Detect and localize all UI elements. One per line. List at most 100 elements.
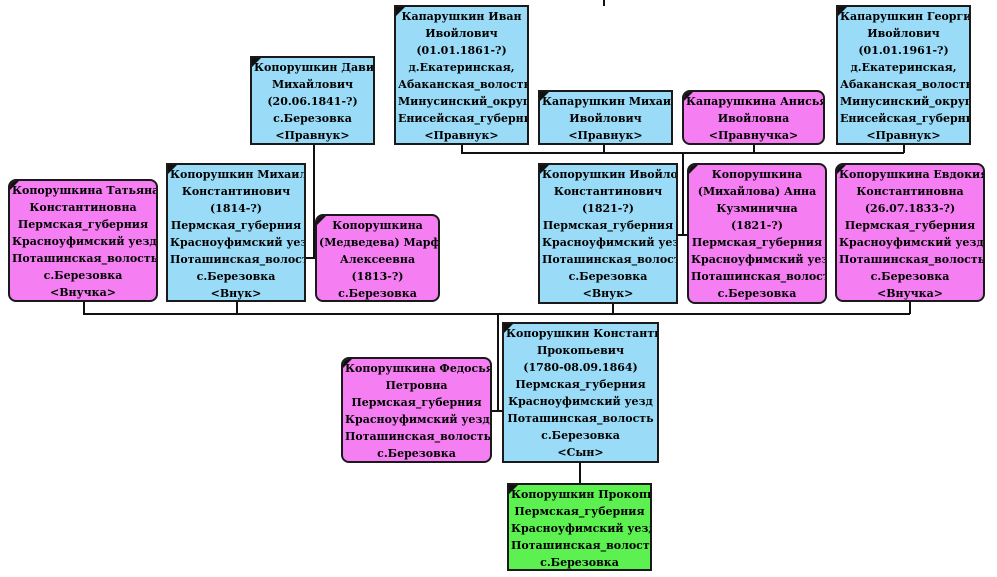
person-patronymic: Петровна [385, 379, 448, 392]
connector-line [579, 463, 581, 483]
connector-line [497, 313, 499, 411]
connector-line [678, 234, 688, 236]
person-place: Поташинская_волость [12, 252, 158, 265]
person-place: с.Березовка [43, 269, 123, 282]
card-corner-marker [343, 359, 352, 368]
person-place: Абаканская_волость, [398, 78, 529, 91]
person-card-prokopiy[interactable]: Копорушкин Прокопий Пермская_губерния Кр… [507, 483, 652, 571]
person-patronymic: Ивойлович [867, 27, 940, 40]
person-card-tatyana[interactable]: Копорушкина Татьяна Константиновна Пермс… [8, 179, 158, 302]
connector-line [236, 302, 238, 314]
person-place: Пермская_губерния [691, 236, 823, 249]
person-place: Пермская_губерния [17, 218, 149, 231]
person-maiden-name: (Медведева) Марфа [319, 236, 440, 249]
person-place: Поташинская_волость [839, 253, 985, 266]
person-relation: <Правнук> [424, 129, 499, 142]
person-place: с.Березовка [273, 112, 352, 125]
person-place: Красноуфимский уезд [691, 253, 827, 266]
person-relation: <Сын> [557, 446, 604, 459]
connector-line [909, 302, 911, 314]
person-patronymic: Михайлович [271, 78, 354, 91]
person-place: Поташинская_волость [507, 412, 654, 425]
person-place: Красноуфимский уезд [839, 236, 984, 249]
person-dates: (26.07.1833-?) [864, 202, 956, 215]
person-dates: (1813-?) [351, 270, 404, 283]
card-corner-marker [504, 324, 513, 333]
connector-line [461, 145, 463, 153]
person-relation: <Правнучка> [708, 129, 799, 142]
person-place: Красноуфимский уезд [508, 395, 653, 408]
person-patronymic: Ивойловна [717, 112, 790, 125]
person-patronymic: Ивойлович [425, 27, 498, 40]
person-relation: <Внук> [582, 287, 634, 300]
connector-line [612, 304, 614, 314]
person-name: Капарушкин Михаил [542, 95, 673, 108]
card-corner-marker [684, 92, 693, 101]
person-card-evdokiya[interactable]: Копорушкина Евдокия Константиновна (26.0… [835, 163, 985, 302]
connector-line [83, 313, 910, 315]
card-corner-marker [540, 165, 549, 174]
card-corner-marker [838, 7, 847, 16]
card-corner-marker [396, 7, 405, 16]
person-dates: (1814-?) [209, 202, 263, 215]
person-place: Красноуфимский уезд [12, 235, 157, 248]
person-name: Капарушкина Анисья [686, 95, 825, 108]
person-place: Енисейская_губерния [840, 112, 971, 125]
person-card-anna[interactable]: Копорушкина (Михайлова) Анна Кузминична … [687, 163, 827, 304]
person-patronymic: Константиновна [856, 185, 964, 198]
person-card-david[interactable]: Копорушкин Давид Михайлович (20.06.1841-… [250, 56, 375, 145]
person-name: Капарушкин Иван [401, 10, 522, 23]
person-name: Копорушкина [332, 219, 423, 232]
person-card-mikhail-konstantinovich[interactable]: Копорушкин Михаил Константинович (1814-?… [166, 163, 306, 302]
person-patronymic: Алексеевна [339, 253, 416, 266]
connector-line [682, 153, 684, 235]
card-corner-marker [168, 165, 177, 174]
connector-line [603, 0, 605, 6]
person-dates: (1780-08.09.1864) [523, 361, 638, 374]
person-card-fedosya[interactable]: Копорушкина Федосья Петровна Пермская_гу… [341, 357, 492, 463]
connector-line [306, 257, 316, 259]
person-place: Пермская_губерния [844, 219, 976, 232]
person-card-mikhail-ivoylovich[interactable]: Капарушкин Михаил Ивойлович <Правнук> [538, 90, 673, 145]
person-place: Енисейская_губерния [398, 112, 529, 125]
person-place: с.Березовка [541, 429, 620, 442]
person-name: Копорушкин Константин [506, 327, 659, 340]
person-place: Красноуфимский уезд [170, 236, 306, 249]
connector-line [903, 145, 905, 153]
person-place: Поташинская_волость [511, 539, 652, 552]
person-name: Копорушкина [711, 168, 803, 181]
person-card-ivoylo[interactable]: Копорушкин Ивойло Константинович (1821-?… [538, 163, 678, 304]
person-patronymic: Константинович [553, 185, 663, 198]
person-relation: <Внук> [210, 287, 262, 300]
person-dates: (1821-?) [730, 219, 784, 232]
person-place: с.Березовка [540, 556, 619, 569]
person-card-ivan[interactable]: Капарушкин Иван Ивойлович (01.01.1861-?)… [394, 5, 529, 145]
connector-line [603, 145, 605, 153]
person-name: Копорушкин Прокопий [511, 488, 652, 501]
person-patronymic: Кузминична [716, 202, 798, 215]
card-corner-marker [252, 58, 261, 67]
connector-line [313, 145, 315, 258]
person-dates: (20.06.1841-?) [267, 95, 358, 108]
person-place: Минусинский_округ, [840, 95, 971, 108]
person-card-konstantin[interactable]: Копорушкин Константин Прокопьевич (1780-… [502, 322, 659, 463]
card-corner-marker [10, 181, 19, 190]
person-card-georgiy[interactable]: Капарушкин Георгий Ивойлович (01.01.1961… [836, 5, 971, 145]
person-name: Копорушкин Давид [254, 61, 375, 74]
person-patronymic: Ивойлович [569, 112, 642, 125]
person-place: Минусинский_округ, [398, 95, 529, 108]
person-name: Копорушкина Федосья [345, 362, 492, 375]
card-corner-marker [509, 485, 518, 494]
connector-line [753, 145, 755, 153]
person-place: Красноуфимский уезд [345, 413, 490, 426]
person-place: д.Екатеринская, [850, 61, 957, 74]
person-patronymic: Прокопьевич [536, 344, 625, 357]
person-dates: (01.01.1961-?) [858, 44, 949, 57]
person-relation: <Правнук> [568, 129, 643, 142]
person-card-marfa[interactable]: Копорушкина (Медведева) Марфа Алексеевна… [315, 214, 440, 302]
person-dates: (01.01.1861-?) [416, 44, 507, 57]
person-place: Поташинская_волость [542, 253, 678, 266]
person-card-anisya[interactable]: Капарушкина Анисья Ивойловна <Правнучка> [682, 90, 825, 145]
person-place: с.Березовка [870, 270, 950, 283]
person-place: Пермская_губерния [514, 505, 645, 518]
